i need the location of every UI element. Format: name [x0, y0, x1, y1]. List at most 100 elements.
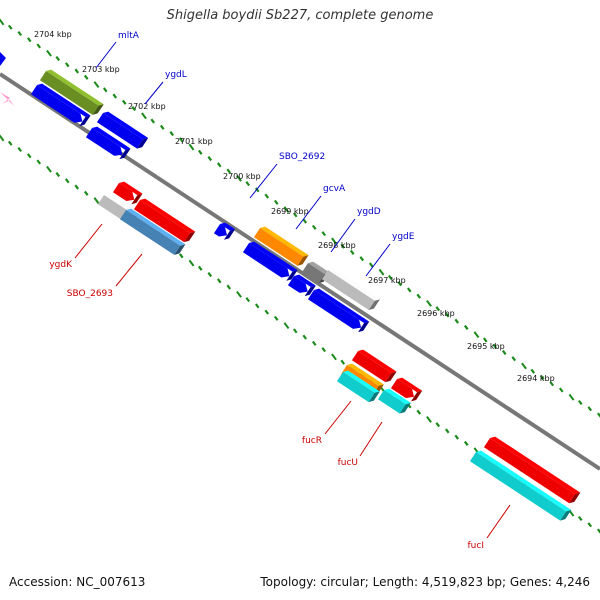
tick-mark [311, 224, 317, 230]
tick-mark [36, 159, 42, 165]
tick-mark [93, 81, 100, 88]
tick-mark [254, 303, 260, 309]
tick-label: 2704 kbp [34, 30, 72, 39]
tick-mark [169, 131, 175, 137]
tick-mark [131, 106, 137, 112]
tick-label: 2700 kbp [223, 172, 261, 181]
gene-features [0, 52, 581, 521]
tick-mark [482, 337, 488, 343]
feature-blue-5 [307, 288, 370, 333]
gene-label-ygdK[interactable]: ygdK [49, 260, 73, 270]
feature-fucI [483, 436, 581, 504]
feature-fucU [377, 388, 411, 414]
gene-label-fucR[interactable]: fucR [302, 436, 322, 446]
feature-blue-3 [242, 241, 298, 281]
tick-mark [264, 309, 270, 315]
tick-mark [577, 399, 583, 406]
tick-mark [0, 134, 5, 142]
tick-mark [539, 374, 545, 381]
gene-label-SBO_2693[interactable]: SBO_2693 [67, 289, 113, 299]
tick-mark [141, 112, 147, 120]
gene-label-ygdD[interactable]: ygdD [357, 207, 381, 217]
feature-red-3 [351, 349, 397, 383]
tick-mark [577, 515, 583, 522]
label-leader-line [486, 504, 511, 539]
tick-mark [302, 334, 308, 340]
tick-mark [454, 318, 460, 324]
tick-mark [492, 343, 498, 349]
tick-mark [83, 74, 89, 80]
tick-mark [587, 406, 593, 412]
tick-mark [444, 312, 450, 318]
tick-labels: 2704 kbp 2703 kbp 2702 kbp 2701 kbp 2700 kbp… [34, 30, 555, 383]
tick-mark [112, 93, 118, 99]
gene-label-fucU[interactable]: fucU [338, 458, 358, 468]
tick-mark [416, 293, 422, 299]
tick-mark [426, 300, 432, 307]
gene-label-gcvA[interactable]: gcvA [323, 184, 346, 194]
tick-label: 2702 kbp [128, 102, 166, 111]
gene-label-mltA[interactable]: mltA [118, 31, 140, 41]
tick-mark [511, 356, 517, 362]
tick-mark [463, 324, 469, 330]
tick-mark [0, 18, 5, 26]
tick-mark [587, 522, 593, 528]
label-leader-line [295, 195, 322, 230]
feature-cyan-2 [469, 450, 572, 521]
tick-mark [321, 347, 327, 353]
feature-SBO_2692 [213, 222, 236, 240]
label-leader-line [324, 400, 352, 435]
tick-mark [150, 118, 156, 124]
gene-label-ygdL[interactable]: ygdL [165, 70, 187, 80]
tick-mark [378, 268, 385, 276]
tick-mark [55, 171, 61, 178]
tick-mark [226, 284, 232, 290]
feature-mltA [39, 69, 104, 115]
feature-red-4 [390, 377, 423, 402]
label-leader-line [74, 223, 103, 259]
tick-mark [46, 49, 52, 57]
feature-cyan-1 [336, 370, 380, 403]
tick-mark [245, 181, 251, 187]
gene-label-SBO_2692[interactable]: SBO_2692 [279, 152, 325, 162]
tick-mark [55, 55, 61, 62]
tick-mark [444, 428, 450, 434]
topology-text: Topology: circular; Length: 4,519,823 bp… [260, 575, 590, 589]
label-leader-line [365, 243, 391, 277]
tick-mark [283, 322, 290, 330]
tick-mark [236, 290, 242, 298]
tick-mark [83, 190, 89, 196]
tick-mark [501, 349, 507, 356]
tick-mark [397, 281, 403, 287]
tick-mark [349, 249, 355, 255]
tick-mark [7, 24, 13, 30]
tick-mark [93, 197, 100, 204]
tick-mark [26, 153, 32, 159]
tick-mark [558, 387, 564, 393]
tick-label: 2695 kbp [467, 342, 505, 351]
tick-mark [102, 87, 108, 93]
tick-mark [549, 381, 555, 387]
tick-mark [17, 146, 23, 153]
tick-mark [245, 297, 251, 303]
feature-blue-4 [287, 274, 316, 297]
tick-mark [359, 256, 365, 262]
tick-mark [273, 199, 279, 205]
label-leader-line [115, 253, 143, 287]
tick-label: 2701 kbp [175, 137, 213, 146]
label-leader-line [144, 81, 164, 105]
tick-mark [64, 178, 70, 184]
gene-label-fucI[interactable]: fucI [468, 541, 484, 551]
tick-mark [416, 409, 422, 415]
tick-mark [26, 37, 32, 43]
feature-gcvA [253, 226, 309, 266]
label-leader-line [359, 421, 383, 457]
tick-mark [521, 362, 527, 370]
tick-mark [426, 416, 432, 423]
tick-mark [226, 168, 232, 174]
tick-label: 2698 kbp [318, 241, 356, 250]
feature-ygdE [321, 268, 380, 310]
tick-label: 2703 kbp [82, 65, 120, 74]
gene-label-ygdE[interactable]: ygdE [392, 232, 415, 242]
